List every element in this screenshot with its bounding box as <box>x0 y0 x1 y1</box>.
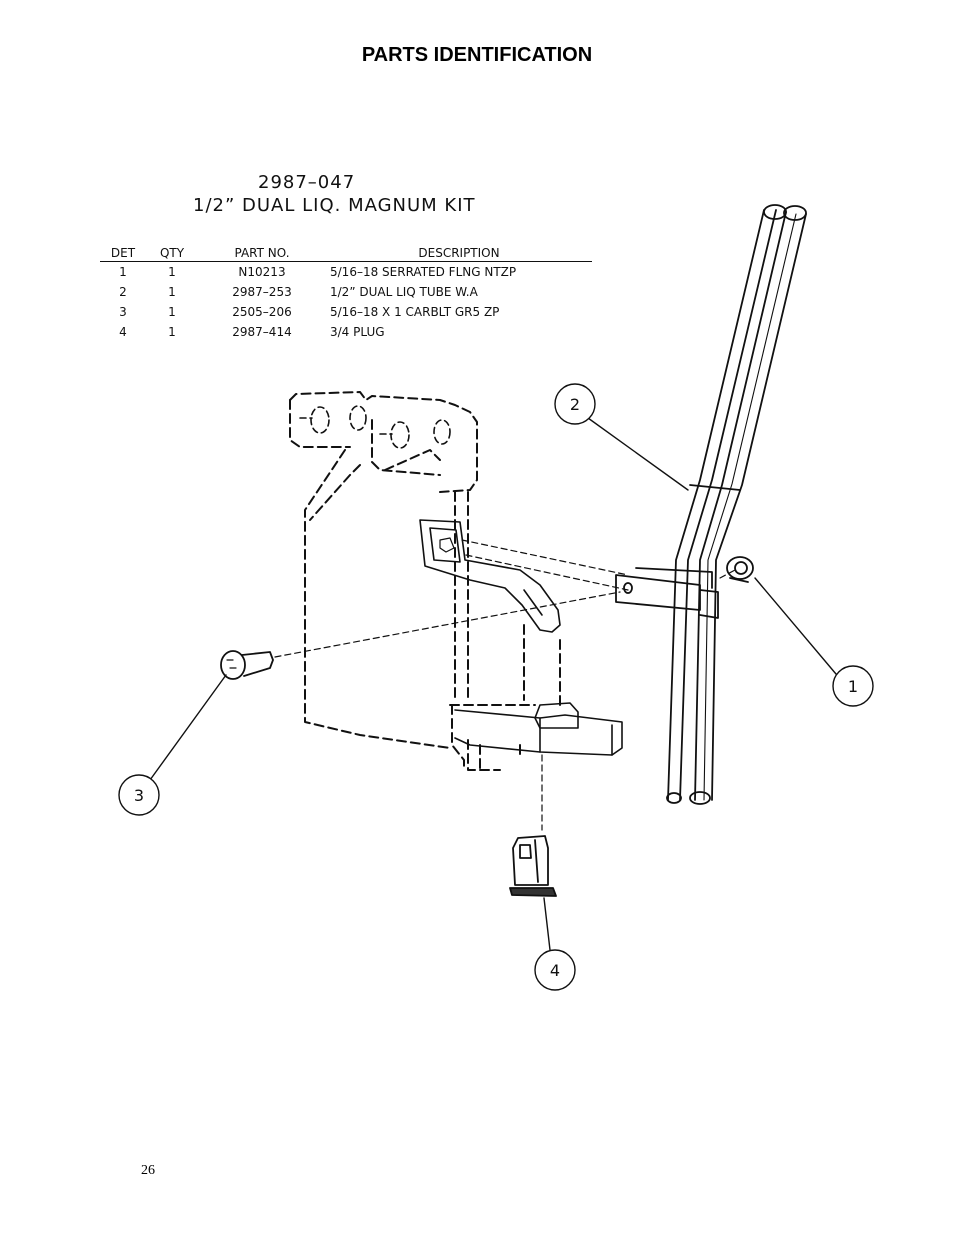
callout-2: 2 <box>570 395 580 414</box>
callout-circles <box>118 383 874 991</box>
carriage-bolt <box>220 650 274 680</box>
mounting-bracket-outline <box>289 391 561 771</box>
cell-part-no: 2505–206 <box>232 305 292 319</box>
cell-qty: 1 <box>168 285 176 299</box>
plug <box>509 835 557 897</box>
kit-number: 2987–047 <box>258 172 356 193</box>
bracket-hole-details <box>299 405 451 449</box>
tube-clamp-bar <box>615 567 719 619</box>
callout-1: 1 <box>848 677 858 696</box>
cell-description: 5/16–18 SERRATED FLNG NTZP <box>330 265 517 279</box>
cell-part-no: 2987–253 <box>232 285 292 299</box>
header-description: DESCRIPTION <box>326 244 592 262</box>
cell-qty: 1 <box>168 325 176 339</box>
cell-part-no: 2987–414 <box>232 325 292 339</box>
header-part-no: PART NO. <box>198 244 326 262</box>
leader-lines <box>149 417 837 951</box>
cell-qty: 1 <box>168 265 176 279</box>
callout-3: 3 <box>134 786 144 805</box>
page-title: PARTS IDENTIFICATION <box>361 44 593 66</box>
flange-nut <box>726 556 754 583</box>
cell-det: 2 <box>119 285 127 299</box>
cell-det: 1 <box>119 265 127 279</box>
cell-det: 4 <box>119 325 127 339</box>
header-qty: QTY <box>146 244 198 262</box>
table-row: 2 1 2987–253 1/2” DUAL LIQ TUBE W.A <box>100 282 592 302</box>
header-det: DET <box>100 244 146 262</box>
page-number: 26 <box>141 1163 155 1178</box>
cell-part-no: N10213 <box>238 265 286 279</box>
table-header-row: DET QTY PART NO. DESCRIPTION <box>100 244 592 262</box>
cell-qty: 1 <box>168 305 176 319</box>
dual-liquid-tube <box>666 204 807 805</box>
table-row: 4 1 2987–414 3/4 PLUG <box>100 322 592 342</box>
cell-description: 5/16–18 X 1 CARBLT GR5 ZP <box>330 305 500 319</box>
cell-description: 1/2” DUAL LIQ TUBE W.A <box>330 285 478 299</box>
mount-plate <box>419 519 561 633</box>
table-row: 3 1 2505–206 5/16–18 X 1 CARBLT GR5 ZP <box>100 302 592 322</box>
assembly-guide-lines <box>274 539 736 831</box>
kit-name: 1/2” DUAL LIQ. MAGNUM KIT <box>193 195 476 216</box>
table-row: 1 1 N10213 5/16–18 SERRATED FLNG NTZP <box>100 262 592 283</box>
cell-description: 3/4 PLUG <box>330 325 385 339</box>
lower-bracket <box>454 702 623 756</box>
cell-det: 3 <box>119 305 127 319</box>
parts-table: DET QTY PART NO. DESCRIPTION 1 1 N10213 … <box>100 244 592 342</box>
callout-4: 4 <box>550 961 560 980</box>
